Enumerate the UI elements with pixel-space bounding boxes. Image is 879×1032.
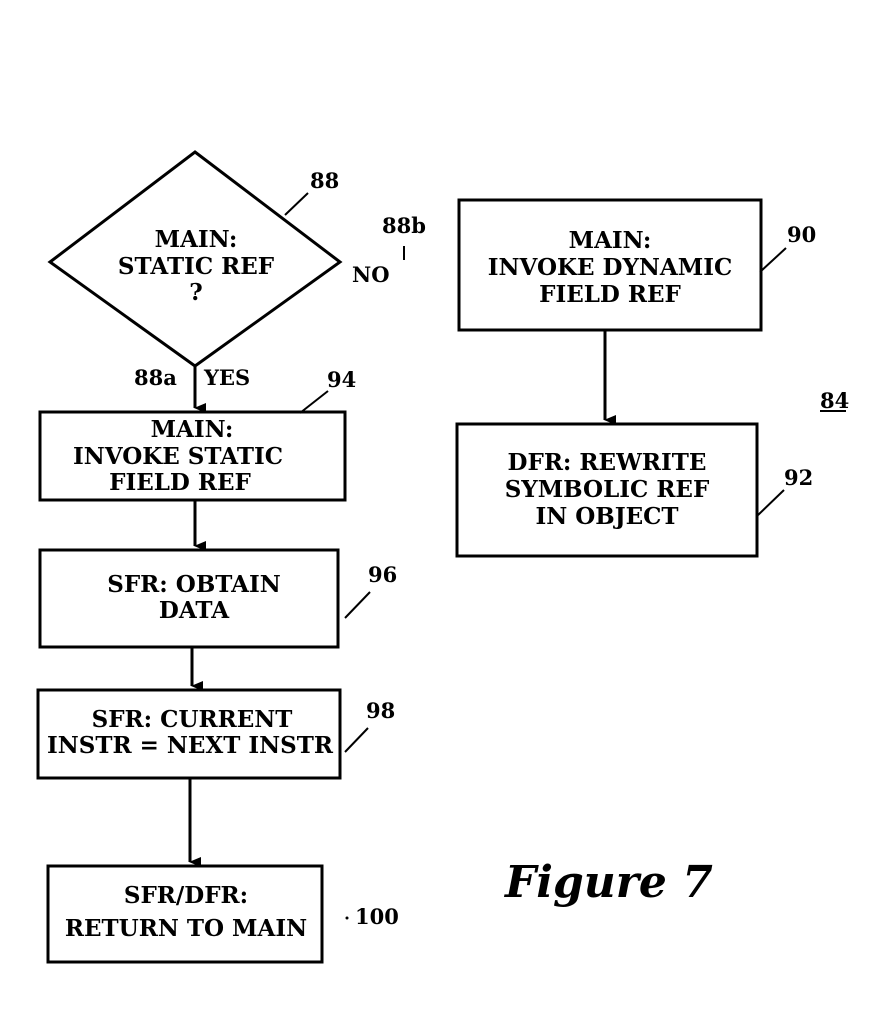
box-90-line-3: FIELD REF: [539, 281, 681, 308]
box-94-line-1: MAIN:: [151, 416, 234, 443]
leader-88: [284, 192, 309, 216]
box-92-line-3: IN OBJECT: [535, 503, 678, 530]
box-98-line-2: INSTR = NEXT INSTR: [47, 732, 334, 759]
leader-90: [759, 247, 787, 273]
leader-100-dot: [345, 916, 349, 920]
box-92-line-2: SYMBOLIC REF: [505, 476, 710, 503]
box-94-line-3: FIELD REF: [109, 469, 251, 496]
box-98-next-instr: [36, 688, 342, 780]
ref-96: 96: [368, 562, 397, 587]
box-92-rewrite-symbolic-ref: [455, 422, 759, 558]
figure-label: Figure 7: [503, 857, 713, 908]
box-98-line-1: SFR: CURRENT: [92, 706, 293, 733]
box-90-line-1: MAIN:: [569, 227, 652, 254]
leader-94: [299, 390, 329, 414]
ref-88: 88: [310, 168, 339, 193]
leader-96: [344, 591, 371, 619]
leader-98: [344, 727, 369, 753]
ref-100: 100: [355, 904, 399, 929]
box-100-line-2: RETURN TO MAIN: [65, 915, 307, 942]
ref-92: 92: [784, 465, 813, 490]
decision-line-3: ?: [189, 279, 202, 306]
ref-88a: 88a: [134, 365, 177, 390]
box-100-return-to-main: [46, 864, 324, 964]
decision-line-1: MAIN:: [155, 226, 238, 253]
decision-line-2: STATIC REF: [118, 253, 275, 280]
ref-98: 98: [366, 698, 395, 723]
box-96-line-1: SFR: OBTAIN: [107, 571, 281, 598]
ref-90: 90: [787, 222, 816, 247]
no-label: NO: [352, 262, 390, 287]
box-90-invoke-dynamic: [457, 198, 763, 332]
box-92-line-1: DFR: REWRITE: [508, 449, 707, 476]
ref-88b: 88b: [382, 213, 426, 238]
box-90-line-2: INVOKE DYNAMIC: [488, 254, 733, 281]
box-100-line-1: SFR/DFR:: [124, 882, 248, 909]
box-96-line-2: DATA: [159, 597, 230, 624]
leader-92: [756, 489, 785, 517]
figure-ref-84: 84: [820, 388, 849, 413]
box-94-line-2: INVOKE STATIC: [73, 443, 283, 470]
box-94-invoke-static: [38, 410, 347, 502]
yes-label: YES: [203, 365, 250, 390]
box-96-obtain-data: [38, 548, 340, 649]
ref-94: 94: [327, 367, 356, 392]
